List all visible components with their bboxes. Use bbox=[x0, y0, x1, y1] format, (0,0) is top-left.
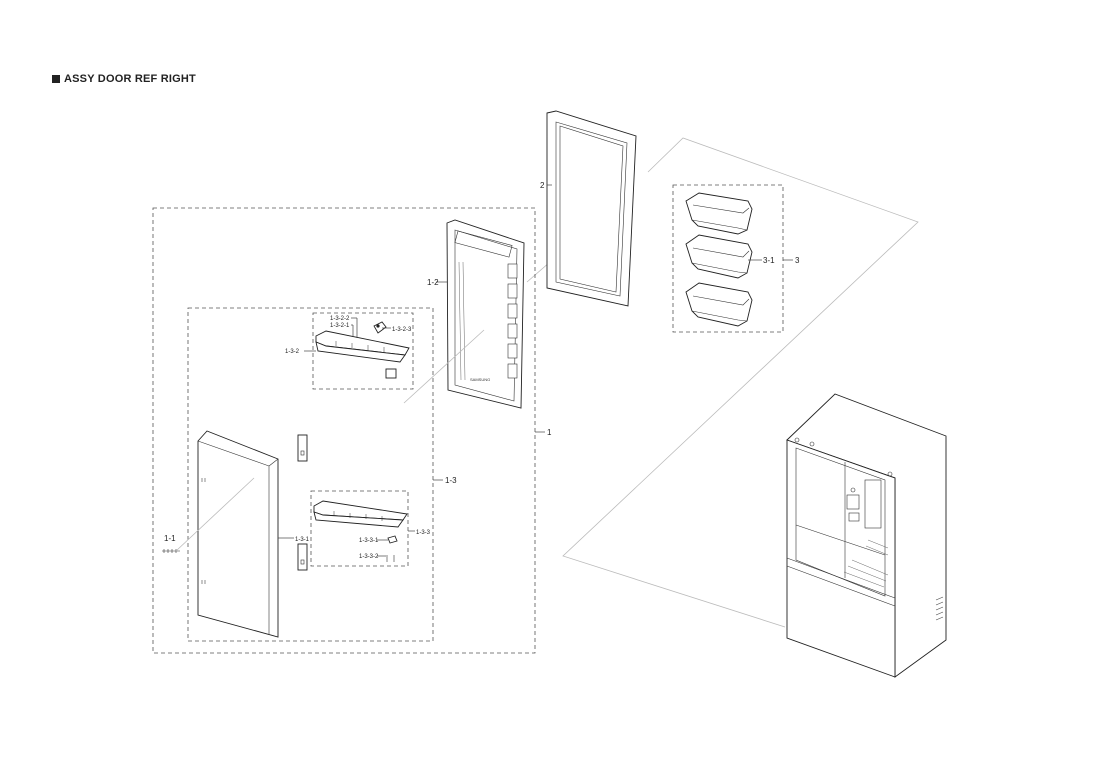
group-box-1-3-3 bbox=[310, 490, 409, 567]
callout-1-3-3-2: 1-3-3-2 bbox=[359, 554, 379, 560]
group-box-3 bbox=[672, 184, 784, 333]
callout-1-3-2-1: 1-3-2-1 bbox=[330, 323, 350, 329]
callout-1-3-2-3: 1-3-2-3 bbox=[392, 327, 412, 333]
callout-1-3-2: 1-3-2 bbox=[285, 349, 300, 355]
screw-row bbox=[162, 549, 180, 553]
door-bin-1 bbox=[685, 192, 753, 235]
door-outer-panel bbox=[197, 430, 279, 638]
title-bullet-icon bbox=[52, 75, 60, 83]
callout-1-2: 1-2 bbox=[427, 278, 439, 287]
diagram-title: ASSY DOOR REF RIGHT bbox=[52, 73, 196, 85]
callout-1-3-1: 1-3-1 bbox=[295, 537, 310, 543]
door-gasket bbox=[546, 110, 637, 307]
callout-3: 3 bbox=[795, 256, 800, 265]
callout-1-3: 1-3 bbox=[445, 476, 457, 485]
door-liner: SAMSUNG bbox=[446, 219, 525, 409]
callout-2: 2 bbox=[540, 181, 545, 190]
group-box-1-3-2 bbox=[312, 312, 414, 390]
callout-1-1: 1-1 bbox=[164, 534, 176, 543]
callout-1-3-2-2: 1-3-2-2 bbox=[330, 316, 350, 322]
liner-print-text: SAMSUNG bbox=[470, 377, 490, 382]
callout-1-3-3: 1-3-3 bbox=[416, 530, 431, 536]
hinge-cap-parts bbox=[297, 434, 308, 571]
callout-1: 1 bbox=[547, 428, 552, 437]
refrigerator-cabinet bbox=[786, 393, 947, 678]
callout-1-3-3-1: 1-3-3-1 bbox=[359, 538, 379, 544]
leader-lines bbox=[175, 184, 793, 557]
diagram-title-text: ASSY DOOR REF RIGHT bbox=[64, 73, 196, 85]
group-box-1 bbox=[152, 207, 536, 654]
top-cap-assembly bbox=[315, 321, 410, 379]
door-bin-3 bbox=[685, 282, 753, 327]
callout-3-1: 3-1 bbox=[763, 256, 775, 265]
door-bin-2 bbox=[685, 234, 753, 279]
group-box-1-3 bbox=[187, 307, 434, 642]
bottom-cap-assembly bbox=[313, 500, 408, 562]
